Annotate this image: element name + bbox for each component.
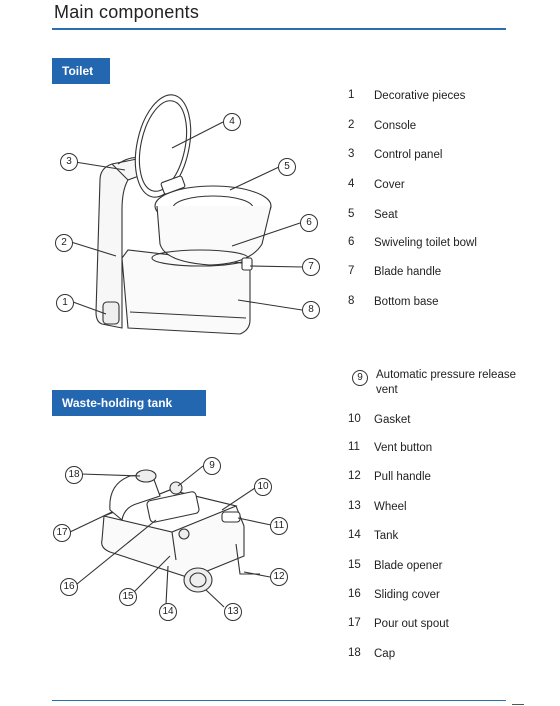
legend-label: Blade handle — [374, 266, 442, 278]
callout-14: 14 — [159, 603, 177, 621]
legend-item: 10 Gasket — [348, 413, 514, 428]
legend-label: Automatic pressure release vent — [376, 369, 516, 396]
page-title: Main components — [54, 2, 200, 22]
legend-number: 14 — [348, 529, 361, 541]
legend-label: Blade opener — [374, 560, 443, 572]
legend-item: 1 Decorative pieces — [348, 89, 514, 104]
legend-item: 17 Pour out spout — [348, 617, 514, 632]
legend-label: Sliding cover — [374, 589, 440, 601]
callout-9: 9 — [203, 457, 221, 475]
legend-number: 2 — [348, 119, 355, 131]
legend-number: 5 — [348, 208, 355, 220]
legend-label: Console — [374, 120, 417, 132]
legend-label: Wheel — [374, 501, 407, 513]
legend-number: 7 — [348, 265, 355, 277]
callout-12: 12 — [270, 568, 288, 586]
callout-6: 6 — [300, 214, 318, 232]
legend-number: 12 — [348, 470, 361, 482]
legend-item: 3 Control panel — [348, 148, 514, 163]
legend-number: 11 — [348, 441, 360, 453]
legend-number: 3 — [348, 148, 355, 160]
legend-label: Bottom base — [374, 296, 439, 308]
legend-item: 8 Bottom base — [348, 295, 514, 310]
legend-item: 5 Seat — [348, 208, 514, 223]
legend-number: 18 — [348, 647, 361, 659]
callout-7: 7 — [302, 258, 320, 276]
legend-label: Seat — [374, 209, 398, 221]
legend-item: 16 Sliding cover — [348, 588, 514, 603]
legend-label: Cap — [374, 648, 396, 660]
legend-number: 16 — [348, 588, 361, 600]
section-badge-tank: Waste-holding tank — [52, 390, 206, 416]
callout-17: 17 — [53, 524, 71, 542]
legend-item: 18 Cap — [348, 647, 514, 662]
callout-10: 10 — [254, 478, 272, 496]
legend-item: 12 Pull handle — [348, 470, 514, 485]
legend-label: Swiveling toilet bowl — [374, 237, 477, 249]
legend-label: Pour out spout — [374, 618, 449, 630]
legend-item: 11 Vent button — [348, 441, 514, 456]
callout-2: 2 — [55, 234, 73, 252]
legend-item: 9 Automatic pressure release vent — [348, 368, 516, 398]
legend-item: 14 Tank — [348, 529, 514, 544]
callout-11: 11 — [270, 517, 288, 535]
callout-8: 8 — [302, 301, 320, 319]
legend-label: Control panel — [374, 149, 443, 161]
legend-item: 15 Blade opener — [348, 559, 514, 574]
legend-label: Tank — [374, 530, 399, 542]
legend-label: Cover — [374, 179, 405, 191]
legend-number: 9 — [352, 370, 368, 386]
legend-number: 4 — [348, 178, 355, 190]
callout-1: 1 — [56, 294, 74, 312]
legend-label: Pull handle — [374, 471, 431, 483]
legend-label: Decorative pieces — [374, 90, 466, 102]
callout-5: 5 — [278, 158, 296, 176]
legend-item: 4 Cover — [348, 178, 514, 193]
callout-3: 3 — [60, 153, 78, 171]
callout-4: 4 — [223, 113, 241, 131]
legend-item: 7 Blade handle — [348, 265, 514, 280]
legend-item: 13 Wheel — [348, 500, 514, 515]
legend-number: 1 — [348, 89, 355, 101]
legend-label: Gasket — [374, 414, 411, 426]
legend-number: 17 — [348, 617, 361, 629]
legend-number: 10 — [348, 413, 361, 425]
footer-dash — [512, 704, 524, 705]
callout-16: 16 — [60, 578, 78, 596]
legend-number: 13 — [348, 500, 361, 512]
section-badge-toilet: Toilet — [52, 58, 110, 84]
callout-13: 13 — [224, 603, 242, 621]
callout-15: 15 — [119, 588, 137, 606]
legend-item: 6 Swiveling toilet bowl — [348, 236, 514, 251]
legend-number: 15 — [348, 559, 361, 571]
callout-18: 18 — [65, 466, 83, 484]
legend-label: Vent button — [374, 442, 433, 454]
footer-rule — [52, 700, 506, 701]
legend-number: 8 — [348, 295, 355, 307]
legend-item: 2 Console — [348, 119, 514, 134]
legend-number: 6 — [348, 236, 355, 248]
title-rule — [52, 28, 506, 30]
